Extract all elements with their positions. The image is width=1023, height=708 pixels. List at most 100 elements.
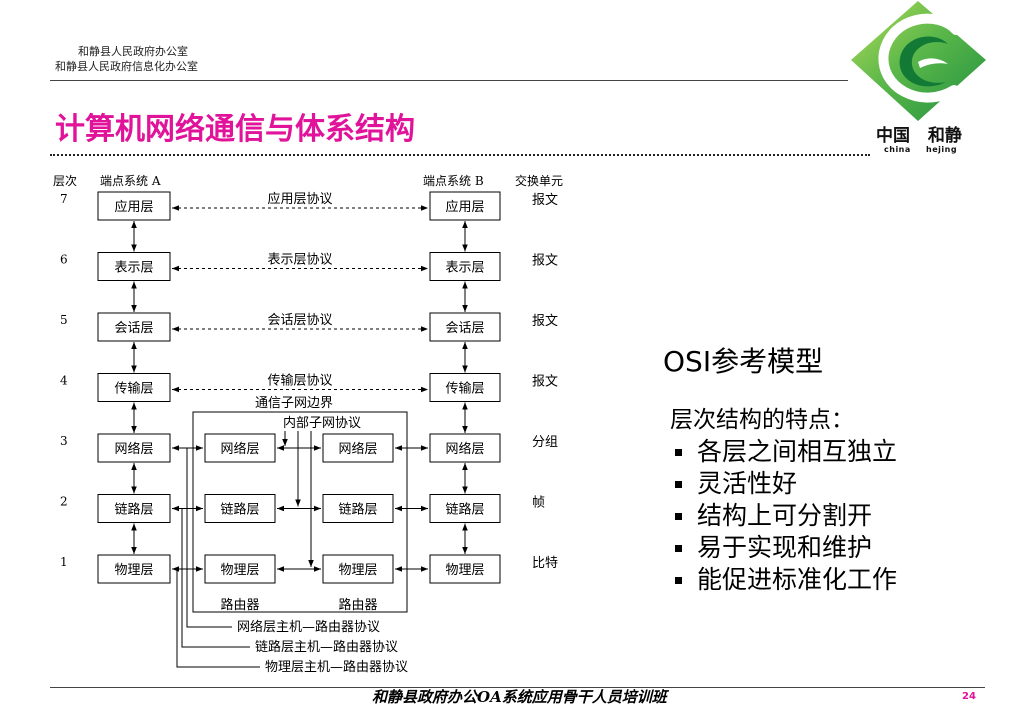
internal-protocol-label: 内部子网协议	[283, 415, 361, 431]
end-a-layer-box	[97, 191, 171, 221]
peer-protocol-label: 会话层协议	[267, 313, 332, 328]
end-b-layer-label: 传输层	[445, 381, 484, 397]
end-b-layer-box	[429, 373, 501, 402]
router-1-layer-label: 物理层	[220, 563, 259, 578]
end-a-layer-label: 链路层	[114, 502, 153, 518]
switching-unit-header: 交换单元	[515, 173, 563, 188]
end-b-layer-label: 物理层	[445, 563, 484, 578]
feature-text: 结构上可分割开	[697, 501, 873, 530]
feature-text: 能促进标准化工作	[697, 565, 898, 594]
end-a-layer-box	[97, 433, 171, 463]
end-system-a-header: 端点系统 A	[100, 174, 161, 188]
data-unit-label: 分组	[532, 435, 558, 450]
data-unit-label: 报文	[532, 375, 558, 390]
end-b-layer-label: 链路层	[445, 502, 484, 518]
end-a-layer-box	[97, 494, 171, 523]
layer-number: 7	[60, 192, 68, 206]
data-unit-label: 报文	[532, 254, 558, 269]
host-router-protocol-label: 物理层主机—路由器协议	[265, 659, 408, 675]
end-a-layer-label: 会话层	[114, 321, 153, 336]
end-b-layer-label: 应用层	[445, 199, 484, 215]
layer-number: 1	[60, 555, 68, 569]
layer-number: 6	[60, 253, 68, 267]
peer-protocol-label: 表示层协议	[267, 253, 332, 268]
end-system-b-header: 端点系统 B	[423, 174, 484, 188]
router-label: 路由器	[220, 597, 259, 613]
layer-column-header: 层次	[53, 174, 77, 188]
footer-course-name: 和静县政府办公OA系统应用骨干人员培训班	[372, 688, 667, 706]
data-unit-label: 报文	[532, 193, 558, 208]
end-b-layer-box	[429, 252, 501, 281]
host-router-protocol-label: 网络层主机—路由器协议	[237, 619, 380, 635]
router-label: 路由器	[338, 597, 377, 613]
end-a-layer-box	[97, 554, 171, 584]
features-list: 各层之间相互独立 灵活性好 结构上可分割开 易于实现和维护 能促进标准化工作	[675, 436, 897, 596]
router-2-layer-label: 物理层	[338, 563, 377, 578]
feature-text: 易于实现和维护	[697, 533, 873, 562]
end-b-layer-box	[429, 312, 501, 342]
logo-en-text: china hejing	[884, 145, 958, 154]
router-1-layer-box	[204, 554, 276, 584]
host-router-protocol-bracket	[186, 448, 232, 628]
end-a-layer-label: 表示层	[114, 261, 153, 276]
end-a-layer-label: 网络层	[114, 441, 153, 457]
end-a-layer-label: 物理层	[114, 563, 153, 578]
end-b-layer-box	[429, 433, 501, 463]
feature-text: 灵活性好	[697, 469, 798, 498]
hejing-logo-icon	[851, 1, 986, 121]
subnet-boundary-label: 通信子网边界	[255, 396, 333, 411]
feature-item: 结构上可分割开	[675, 500, 897, 532]
header-rule	[50, 80, 848, 81]
square-bullet-icon	[675, 449, 682, 456]
square-bullet-icon	[675, 513, 682, 520]
feature-item: 易于实现和维护	[675, 532, 897, 564]
feature-item: 各层之间相互独立	[675, 436, 897, 468]
layer-number: 4	[60, 374, 68, 388]
osi-model-heading: OSI参考模型	[663, 345, 824, 378]
slide-title: 计算机网络通信与体系结构	[55, 112, 415, 147]
end-b-layer-label: 会话层	[445, 321, 484, 336]
square-bullet-icon	[675, 577, 682, 584]
data-unit-label: 帧	[532, 496, 545, 511]
router-2-layer-label: 链路层	[338, 502, 377, 518]
features-subheading: 层次结构的特点：	[670, 407, 854, 433]
layer-number: 5	[60, 313, 68, 327]
router-1-layer-box	[204, 433, 276, 463]
end-b-layer-box	[429, 554, 501, 584]
data-unit-label: 比特	[532, 556, 558, 571]
logo-cn-text: 中国 和静	[876, 126, 962, 146]
end-b-layer-label: 网络层	[445, 441, 484, 457]
footer-rule	[50, 687, 985, 688]
end-b-layer-box	[429, 494, 501, 523]
end-b-layer-label: 表示层	[445, 261, 484, 276]
feature-item: 能促进标准化工作	[675, 564, 897, 596]
logo-white-swirl	[878, 13, 961, 103]
layer-number: 2	[60, 495, 68, 509]
end-b-layer-box	[429, 191, 501, 221]
feature-text: 各层之间相互独立	[697, 437, 898, 466]
router-1-layer-label: 链路层	[220, 502, 259, 518]
data-unit-label: 报文	[532, 314, 558, 329]
feature-item: 灵活性好	[675, 468, 897, 500]
peer-protocol-label: 应用层协议	[267, 191, 332, 207]
end-a-layer-box	[97, 252, 171, 281]
end-a-layer-label: 传输层	[114, 381, 153, 397]
host-router-protocol-bracket	[176, 569, 260, 668]
host-router-protocol-bracket	[181, 508, 250, 648]
end-a-layer-box	[97, 373, 171, 402]
router-2-layer-box	[322, 433, 394, 463]
end-a-layer-box	[97, 312, 171, 342]
router-2-layer-box	[322, 494, 394, 523]
peer-protocol-label: 传输层协议	[267, 373, 332, 389]
layer-number: 3	[60, 434, 68, 448]
router-2-layer-label: 网络层	[338, 441, 377, 457]
router-1-layer-label: 网络层	[220, 441, 259, 457]
square-bullet-icon	[675, 545, 682, 552]
logo-bird-shape	[918, 58, 948, 68]
router-1-layer-box	[204, 494, 276, 523]
logo-dark-swirl	[899, 36, 948, 87]
host-router-protocol-label: 链路层主机—路由器协议	[255, 639, 398, 655]
title-dotted-rule	[50, 154, 870, 156]
org-name-line1: 和静县人民政府办公室	[78, 45, 188, 58]
